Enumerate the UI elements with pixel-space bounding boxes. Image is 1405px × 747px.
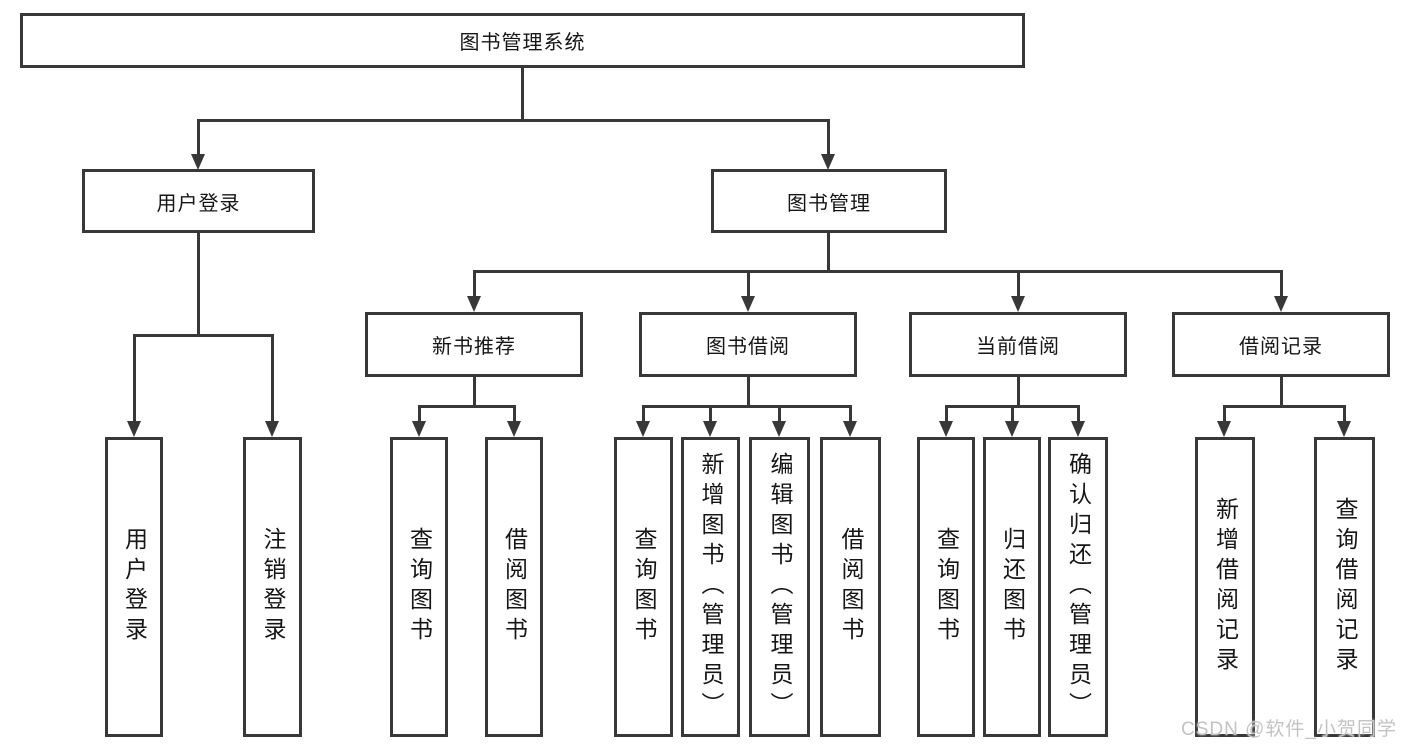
node-label: 新增图书（管理员）: [698, 452, 724, 722]
connector-line: [513, 405, 516, 423]
node-label: 新增借阅记录: [1212, 497, 1239, 677]
arrow-down-icon: [703, 421, 717, 437]
node-user-login: 用户登录: [82, 169, 315, 233]
arrow-down-icon: [265, 421, 279, 437]
node-leaf-borrow-books-2: 借阅图书: [820, 437, 881, 737]
arrow-down-icon: [772, 421, 786, 437]
connector-line: [418, 405, 516, 408]
arrow-down-icon: [467, 296, 481, 312]
node-borrow-records: 借阅记录: [1172, 312, 1390, 377]
node-label: 注销登录: [260, 527, 286, 647]
connector-line: [709, 405, 712, 423]
node-label: 借阅记录: [1239, 336, 1323, 358]
node-label: 用户登录: [156, 192, 241, 215]
connector-line: [197, 119, 200, 156]
arrow-down-icon: [1005, 421, 1019, 437]
node-label: 确认归还（管理员）: [1065, 452, 1092, 722]
node-label: 图书管理系统: [459, 32, 586, 54]
connector-line: [1343, 405, 1346, 423]
arrow-down-icon: [1011, 296, 1025, 312]
connector-line: [133, 334, 136, 423]
connector-line: [827, 233, 830, 273]
node-label: 查询图书: [406, 527, 433, 647]
arrow-down-icon: [939, 421, 953, 437]
connector-line: [1017, 377, 1020, 408]
connector-line: [271, 334, 274, 423]
node-label: 当前借阅: [976, 336, 1060, 358]
arrow-down-icon: [636, 421, 650, 437]
connector-line: [642, 405, 852, 408]
connector-line: [521, 68, 524, 121]
arrow-down-icon: [741, 296, 755, 312]
node-leaf-logout: 注销登录: [243, 437, 302, 737]
node-label: 图书管理: [787, 192, 871, 215]
arrow-down-icon: [1071, 421, 1085, 437]
connector-line: [642, 405, 645, 423]
node-label: 借阅图书: [501, 527, 528, 647]
connector-line: [945, 405, 948, 423]
node-book-borrowing: 图书借阅: [639, 312, 857, 377]
connector-line: [778, 405, 781, 423]
arrow-down-icon: [843, 421, 857, 437]
connector-line: [1223, 405, 1226, 423]
csdn-watermark: CSDN @软件_小贺同学: [1181, 719, 1397, 740]
arrow-down-icon: [191, 154, 205, 170]
connector-line: [849, 405, 852, 423]
node-leaf-query-books-2: 查询图书: [614, 437, 673, 737]
connector-line: [1011, 405, 1014, 423]
arrow-down-icon: [1217, 421, 1231, 437]
connector-line: [1017, 270, 1020, 298]
node-label: 查询借阅记录: [1332, 497, 1358, 677]
connector-line: [473, 270, 476, 298]
arrow-down-icon: [412, 421, 426, 437]
arrow-down-icon: [507, 421, 521, 437]
node-leaf-edit-book-admin: 编辑图书（管理员）: [749, 437, 810, 737]
arrow-down-icon: [1337, 421, 1351, 437]
node-book-management: 图书管理: [711, 169, 947, 233]
connector-line: [1223, 405, 1346, 408]
node-label: 用户登录: [121, 527, 148, 647]
connector-line: [747, 270, 750, 298]
node-leaf-query-books-1: 查询图书: [390, 437, 448, 737]
node-label: 新书推荐: [432, 336, 516, 358]
node-leaf-query-borrow-record: 查询借阅记录: [1314, 437, 1375, 737]
connector-line: [1077, 405, 1080, 423]
node-library-management-system: 图书管理系统: [20, 13, 1025, 68]
node-label: 图书借阅: [706, 336, 790, 358]
connector-line: [827, 119, 830, 156]
node-label: 借阅图书: [838, 527, 864, 647]
connector-line: [1280, 377, 1283, 408]
arrow-down-icon: [127, 421, 141, 437]
connector-line: [1280, 270, 1283, 298]
connector-line: [197, 119, 830, 122]
node-leaf-confirm-return-admin: 确认归还（管理员）: [1048, 437, 1108, 737]
node-label: 编辑图书（管理员）: [767, 452, 793, 722]
connector-line: [133, 334, 274, 337]
node-leaf-return-book: 归还图书: [983, 437, 1041, 737]
node-leaf-user-login: 用户登录: [105, 437, 163, 737]
connector-line: [747, 377, 750, 408]
arrow-down-icon: [1274, 296, 1288, 312]
node-new-book-recommend: 新书推荐: [365, 312, 583, 377]
node-leaf-add-borrow-record: 新增借阅记录: [1195, 437, 1255, 737]
node-label: 查询图书: [631, 527, 657, 647]
node-label: 归还图书: [999, 527, 1026, 647]
node-current-borrowing: 当前借阅: [909, 312, 1127, 377]
connector-line: [418, 405, 421, 423]
arrow-down-icon: [821, 154, 835, 170]
node-leaf-query-books-3: 查询图书: [917, 437, 975, 737]
connector-line: [473, 377, 476, 408]
connector-line: [197, 233, 200, 336]
node-label: 查询图书: [933, 527, 960, 647]
node-leaf-add-book-admin: 新增图书（管理员）: [681, 437, 740, 737]
node-leaf-borrow-books-1: 借阅图书: [485, 437, 543, 737]
connector-line: [473, 270, 1283, 273]
